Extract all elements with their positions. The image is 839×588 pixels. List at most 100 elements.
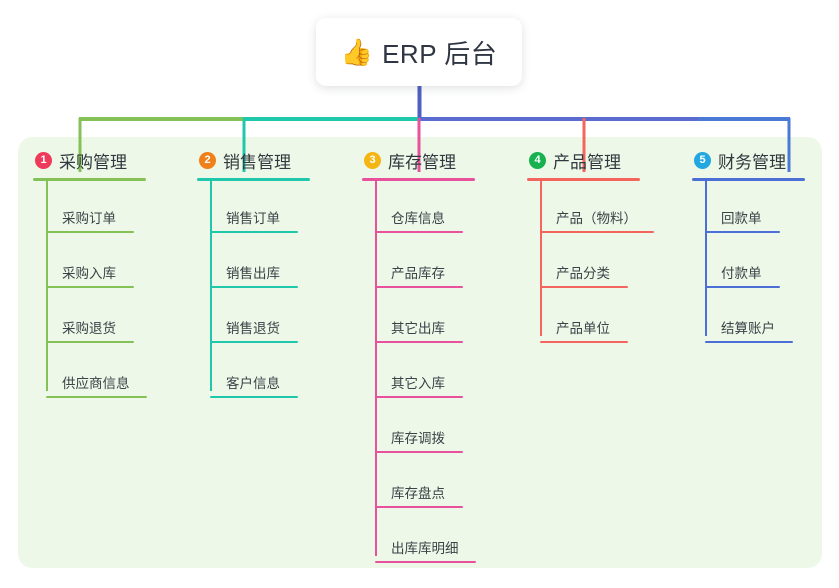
branch-item-rule: [540, 231, 654, 233]
branch-index-badge: 2: [199, 151, 216, 169]
branch-column-1: 1 采购管理采购订单采购入库采购退货供应商信息: [33, 148, 147, 401]
branch-header-rule: [527, 178, 640, 181]
branch-header-rule: [362, 178, 475, 181]
branch-item[interactable]: 仓库信息: [362, 181, 475, 236]
branch-item[interactable]: 其它入库: [362, 346, 475, 401]
thumbs-up-icon: 👍: [340, 37, 374, 67]
branch-header-rule: [33, 178, 146, 181]
branch-spine: [540, 181, 542, 336]
branch-item[interactable]: 销售订单: [197, 181, 310, 236]
branch-item[interactable]: 采购入库: [33, 236, 146, 291]
branch-item[interactable]: 采购订单: [33, 181, 146, 236]
branch-item[interactable]: 产品分类: [527, 236, 640, 291]
branch-item-rule: [375, 231, 463, 233]
branch-title: 财务管理: [718, 152, 786, 172]
branch-header-4[interactable]: 4 产品管理: [527, 148, 640, 172]
branch-item-rule: [210, 286, 298, 288]
branch-item-rule: [46, 341, 134, 343]
branches-panel: [18, 137, 822, 568]
branch-title: 采购管理: [59, 152, 127, 172]
branch-item-list: 产品（物料） 产品分类产品单位: [527, 181, 654, 346]
branch-item-label: 产品分类: [556, 266, 610, 281]
branch-item-label: 采购退货: [62, 321, 116, 336]
branch-item-list: 回款单付款单结算账户: [692, 181, 805, 346]
branch-item-rule: [375, 561, 476, 563]
branch-column-4: 4 产品管理产品（物料） 产品分类产品单位: [527, 148, 654, 346]
branch-item-rule: [46, 396, 147, 398]
branch-item-label: 产品库存: [391, 266, 445, 281]
branch-item[interactable]: 供应商信息: [33, 346, 147, 401]
branch-item-list: 采购订单采购入库采购退货供应商信息: [33, 181, 147, 401]
branch-item[interactable]: 付款单: [692, 236, 805, 291]
branch-item-label: 库存调拨: [391, 431, 445, 446]
branch-item[interactable]: 库存调拨: [362, 401, 475, 456]
branch-item[interactable]: 销售出库: [197, 236, 310, 291]
branch-item[interactable]: 结算账户: [692, 291, 805, 346]
branch-item-list: 销售订单销售出库销售退货客户信息: [197, 181, 310, 401]
branch-item-rule: [540, 341, 628, 343]
branch-item[interactable]: 出库库明细: [362, 511, 476, 566]
branch-item-label: 销售退货: [226, 321, 280, 336]
branch-item[interactable]: 采购退货: [33, 291, 146, 346]
branch-item[interactable]: 客户信息: [197, 346, 310, 401]
branch-header-2[interactable]: 2 销售管理: [197, 148, 310, 172]
branch-item[interactable]: 产品库存: [362, 236, 475, 291]
root-node-erp-backend[interactable]: 👍 ERP 后台: [316, 18, 522, 86]
branch-item-label: 销售出库: [226, 266, 280, 281]
branch-index-badge: 3: [364, 151, 381, 169]
branch-item-label: 客户信息: [226, 376, 280, 391]
branch-header-1[interactable]: 1 采购管理: [33, 148, 146, 172]
branch-item-rule: [46, 231, 134, 233]
branch-item-rule: [375, 286, 463, 288]
branch-item[interactable]: 其它出库: [362, 291, 475, 346]
branch-header-rule: [197, 178, 310, 181]
branch-item-rule: [375, 506, 463, 508]
branch-item-label: 结算账户: [721, 321, 775, 336]
branch-spine: [375, 181, 377, 556]
branch-item-label: 供应商信息: [62, 376, 130, 391]
branch-item-label: 付款单: [721, 266, 762, 281]
branch-item-rule: [705, 231, 780, 233]
branch-item-label: 库存盘点: [391, 486, 445, 501]
branch-index-badge: 4: [529, 151, 546, 169]
branch-item[interactable]: 销售退货: [197, 291, 310, 346]
branch-item-rule: [540, 286, 628, 288]
branch-item-label: 产品单位: [556, 321, 610, 336]
branch-item-label: 其它出库: [391, 321, 445, 336]
branch-item-label: 采购订单: [62, 211, 116, 226]
branch-header-rule: [692, 178, 805, 181]
branch-item[interactable]: 回款单: [692, 181, 805, 236]
branch-item-list: 仓库信息产品库存其它出库其它入库库存调拨库存盘点出库库明细: [362, 181, 476, 566]
root-node-title: ERP 后台: [382, 38, 498, 69]
branch-item-label: 回款单: [721, 211, 762, 226]
branch-item-rule: [46, 286, 134, 288]
branch-item-rule: [375, 451, 463, 453]
branch-item[interactable]: 产品（物料）: [527, 181, 654, 236]
branch-item-label: 销售订单: [226, 211, 280, 226]
branch-item-label: 产品（物料）: [556, 211, 637, 226]
branch-item-label: 采购入库: [62, 266, 116, 281]
branch-item[interactable]: 产品单位: [527, 291, 640, 346]
root-node-content: 👍 ERP 后台: [341, 34, 498, 71]
branch-spine: [705, 181, 707, 336]
branch-item[interactable]: 库存盘点: [362, 456, 475, 511]
branch-title: 销售管理: [223, 152, 291, 172]
branch-item-label: 其它入库: [391, 376, 445, 391]
branch-item-rule: [210, 341, 298, 343]
branch-index-badge: 1: [35, 151, 52, 169]
branch-column-2: 2 销售管理销售订单销售出库销售退货客户信息: [197, 148, 310, 401]
branch-item-label: 仓库信息: [391, 211, 445, 226]
branch-item-rule: [705, 341, 793, 343]
branch-item-rule: [375, 341, 463, 343]
branch-item-rule: [375, 396, 463, 398]
branch-item-rule: [210, 396, 298, 398]
branch-item-rule: [210, 231, 298, 233]
branch-item-rule: [705, 286, 780, 288]
branch-title: 产品管理: [553, 152, 621, 172]
